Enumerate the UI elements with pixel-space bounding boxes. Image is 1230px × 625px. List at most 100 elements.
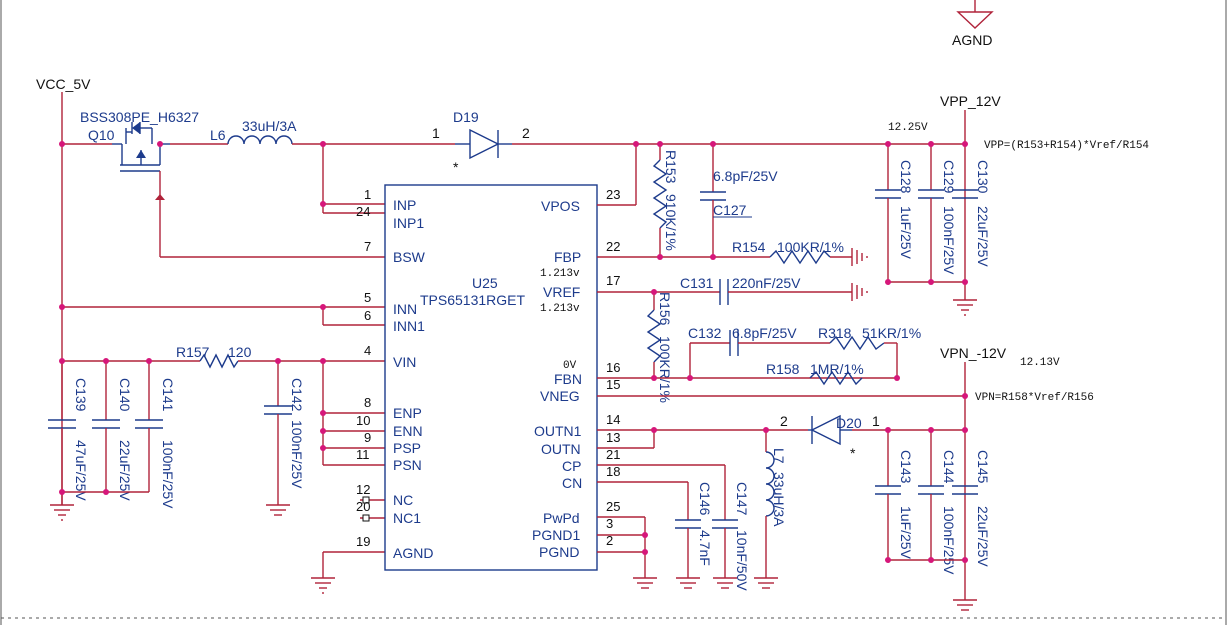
c140-capacitor: C140 22uF/25V [92,361,133,501]
c143-capacitor: C143 1uF/25V [875,430,914,560]
svg-text:VIN: VIN [393,354,416,370]
svg-text:1: 1 [432,125,440,141]
ic-part: TPS65131RGET [420,292,525,308]
svg-text:6.8pF/25V: 6.8pF/25V [732,325,797,341]
svg-text:BSW: BSW [393,249,426,265]
svg-text:220nF/25V: 220nF/25V [732,275,801,291]
l6-inductor: L6 33uH/3A [210,118,297,145]
svg-text:24: 24 [356,204,370,219]
svg-text:100KR/1%: 100KR/1% [777,239,844,255]
agnd-symbol: AGND [952,0,994,48]
svg-text:INN1: INN1 [393,318,425,334]
vpn-net-label: VPN_-12V [940,345,1007,361]
svg-text:Q10: Q10 [88,127,115,143]
svg-text:4.7nF: 4.7nF [697,530,713,566]
agnd-label: AGND [952,32,992,48]
vpp-net-label: VPP_12V [940,93,1001,109]
svg-text:9: 9 [364,430,371,445]
svg-text:OUTN: OUTN [541,441,581,457]
svg-text:7: 7 [364,239,371,254]
svg-text:CN: CN [562,475,582,491]
svg-text:BSS308PE_H6327: BSS308PE_H6327 [80,109,199,125]
c129-capacitor: C129 100nF/25V [918,144,957,282]
svg-text:C128: C128 [898,160,914,194]
svg-text:C147: C147 [734,482,750,516]
r158-resistor: R158 1MR/1% [766,361,864,386]
svg-text:L6: L6 [210,127,226,143]
svg-text:VPOS: VPOS [541,198,580,214]
d20-diode: 2 D20 1 * [780,413,880,461]
svg-text:11: 11 [356,447,370,462]
svg-text:C146: C146 [697,482,713,516]
vpn-voltage: 12.13V [1020,357,1060,369]
fbp-voltage: 1.213v [540,268,580,280]
svg-text:R158: R158 [766,361,800,377]
svg-text:C140: C140 [117,378,133,412]
svg-text:22: 22 [606,239,620,254]
svg-text:23: 23 [606,187,620,202]
svg-text:100KR/1%: 100KR/1% [657,336,673,403]
svg-text:PSN: PSN [393,457,422,473]
svg-text:2: 2 [606,533,613,548]
vpn-formula: VPN=R158*Vref/R156 [975,392,1094,404]
svg-text:20: 20 [356,499,370,514]
svg-text:910K/1%: 910K/1% [663,194,679,251]
svg-text:AGND: AGND [393,545,433,561]
c147-capacitor: C147 10nF/50V [712,465,750,591]
svg-text:PGND1: PGND1 [532,527,580,543]
svg-text:R156: R156 [657,292,673,326]
r154-resistor: R154 100KR/1% [732,239,844,265]
svg-text:INP1: INP1 [393,215,424,231]
svg-text:OUTN1: OUTN1 [534,423,582,439]
svg-text:C144: C144 [941,450,957,484]
svg-text:3: 3 [606,516,613,531]
svg-text:INP: INP [393,197,416,213]
svg-text:10: 10 [356,413,370,428]
r153-resistor: R153 910K/1% [652,144,679,257]
c127-capacitor: 6.8pF/25V C127 [700,144,778,257]
svg-text:6.8pF/25V: 6.8pF/25V [713,168,778,184]
svg-text:1: 1 [872,413,880,429]
c144-capacitor: C144 100nF/25V [918,430,957,575]
svg-text:14: 14 [606,412,620,427]
svg-text:6: 6 [364,308,371,323]
svg-text:33uH/3A: 33uH/3A [242,118,297,134]
svg-text:22uF/25V: 22uF/25V [975,206,991,267]
svg-text:33uH/3A: 33uH/3A [771,472,787,527]
svg-text:FBP: FBP [554,249,581,265]
svg-text:ENP: ENP [393,405,422,421]
r157-resistor: R157 120 [176,344,252,369]
junction-dots [59,141,968,563]
svg-text:19: 19 [356,534,370,549]
c142-capacitor: C142 100nF/25V [264,361,305,516]
svg-text:15: 15 [606,377,620,392]
c130-capacitor: C130 22uF/25V [952,160,991,267]
svg-text:22uF/25V: 22uF/25V [117,440,133,501]
svg-text:21: 21 [606,447,620,462]
svg-text:INN: INN [393,301,417,317]
u25-ic: U25 TPS65131RGET [384,184,598,571]
l7-inductor: L7 33uH/3A [754,430,787,589]
svg-text:C127: C127 [713,202,747,218]
svg-text:L7: L7 [771,448,787,464]
svg-text:PwPd: PwPd [543,510,580,526]
c145-capacitor: C145 22uF/25V [952,450,991,567]
svg-text:VREF: VREF [543,284,580,300]
svg-text:100nF/25V: 100nF/25V [289,420,305,489]
vref-voltage: 1.213v [540,303,580,315]
svg-text:ENN: ENN [393,423,423,439]
